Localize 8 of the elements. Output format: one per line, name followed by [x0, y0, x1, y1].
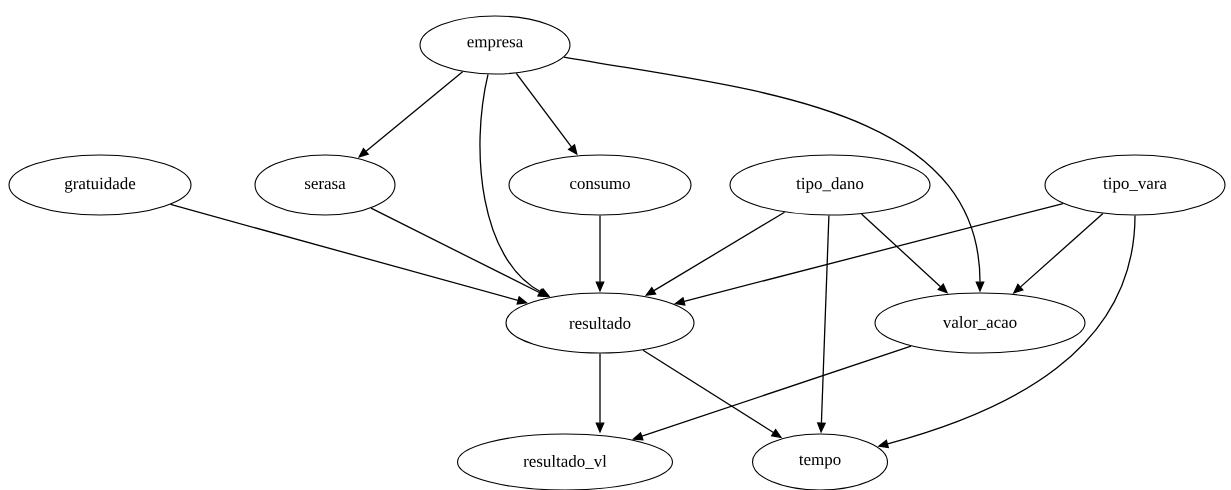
ellipse-node: empresa — [419, 15, 571, 75]
ellipse-node: gratuidade — [8, 154, 192, 216]
ellipse-node: resultado — [505, 292, 695, 354]
ellipse-node: tipo_vara — [1044, 154, 1226, 216]
ellipse-node: valor_acao — [874, 292, 1086, 354]
ellipse-node: tipo_dano — [729, 154, 931, 216]
ellipse-node: consumo — [508, 154, 692, 216]
ellipse-node: serasa — [254, 154, 396, 216]
